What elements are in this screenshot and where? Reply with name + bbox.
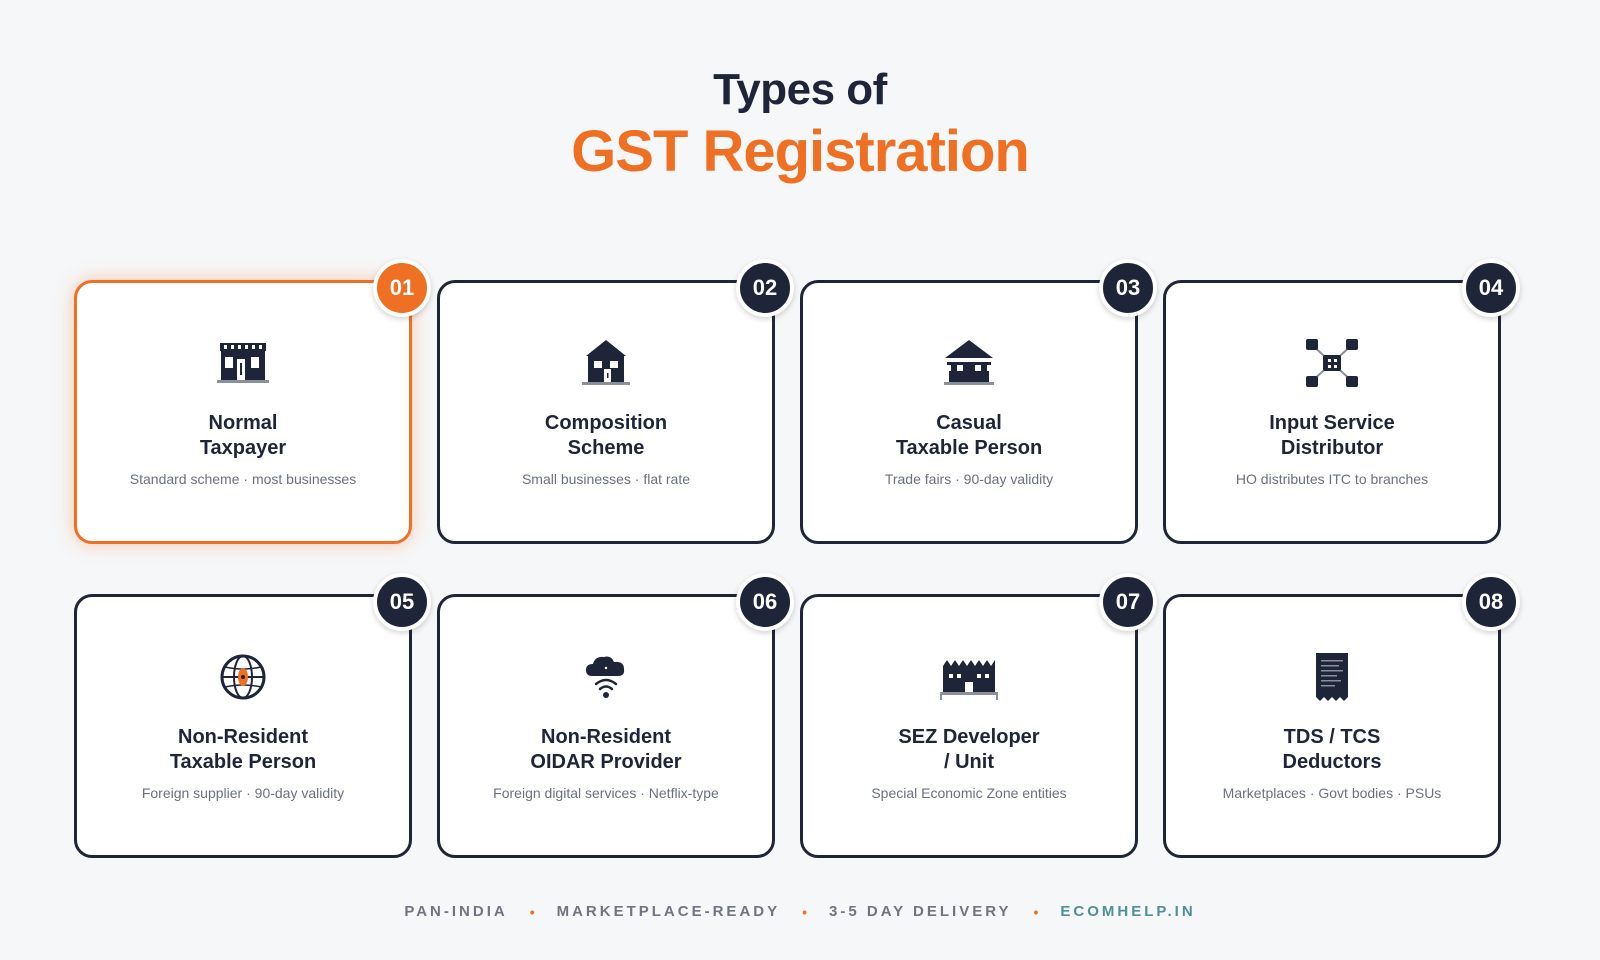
card-subtitle: Small businesses · flat rate bbox=[521, 471, 691, 487]
stall-icon bbox=[944, 340, 994, 385]
card-normal-taxpayer[interactable]: 01 Normal Taxpayer Sta bbox=[74, 259, 431, 544]
card-title-line1: Casual bbox=[936, 412, 1002, 434]
card-title-line1: Normal bbox=[208, 412, 278, 434]
separator-dot-icon: • bbox=[802, 903, 808, 920]
card-title-line1: Non-Resident bbox=[541, 726, 671, 748]
footer-item: MARKETPLACE-READY bbox=[556, 903, 781, 920]
card-casual-taxable-person[interactable]: 03 Casual Taxable Person Trade fairs · 9… bbox=[800, 259, 1157, 544]
card-composition-scheme[interactable]: 02 Composition Scheme Small businesses ·… bbox=[437, 259, 794, 544]
card-input-service-distributor[interactable]: 04 Input Service Distrib bbox=[1163, 259, 1520, 544]
card-title-line1: Input Service bbox=[1269, 412, 1395, 434]
card-subtitle: Foreign digital services · Netflix-type bbox=[493, 785, 719, 801]
card-subtitle: HO distributes ITC to branches bbox=[1235, 471, 1429, 487]
card-title-line2: OIDAR Provider bbox=[530, 751, 682, 773]
storefront-icon bbox=[217, 343, 269, 383]
card-number-badge: 02 bbox=[736, 259, 794, 317]
network-icon bbox=[1306, 339, 1358, 387]
card-title-line2: Scheme bbox=[567, 437, 645, 459]
card-title-line1: TDS / TCS bbox=[1283, 726, 1381, 748]
card-title-line2: Deductors bbox=[1282, 751, 1382, 773]
card-title-line2: / Unit bbox=[944, 751, 994, 773]
card-number-badge: 01 bbox=[373, 259, 431, 317]
card-sez-developer-unit[interactable]: 07 SEZ Developer / Unit Special Economic… bbox=[800, 573, 1157, 858]
separator-dot-icon: • bbox=[1033, 903, 1039, 920]
card-number-badge: 05 bbox=[373, 573, 431, 631]
card-number-badge: 04 bbox=[1462, 259, 1520, 317]
card-grid: 01 Normal Taxpayer Sta bbox=[74, 259, 1526, 868]
house-shop-icon bbox=[582, 340, 630, 385]
card-title-line2: Distributor bbox=[1280, 437, 1384, 459]
card-tds-tcs-deductors[interactable]: 08 TDS / TCS Deductors Marketplaces · Go… bbox=[1163, 573, 1520, 858]
footer-brand-link[interactable]: ECOMHELP.IN bbox=[1060, 903, 1196, 920]
card-number-badge: 03 bbox=[1099, 259, 1157, 317]
footer-item: PAN-INDIA bbox=[404, 903, 508, 920]
card-non-resident-oidar-provider[interactable]: 06 Non-Resident OIDAR Provider Foreign d… bbox=[437, 573, 794, 858]
card-title-line2: Taxable Person bbox=[895, 437, 1043, 459]
footer-item: 3-5 DAY DELIVERY bbox=[829, 903, 1012, 920]
receipt-icon bbox=[1316, 653, 1348, 701]
separator-dot-icon: • bbox=[529, 903, 535, 920]
card-subtitle: Trade fairs · 90-day validity bbox=[884, 471, 1054, 487]
card-title-line1: Non-Resident bbox=[178, 726, 308, 748]
card-subtitle: Special Economic Zone entities bbox=[871, 785, 1067, 801]
card-non-resident-taxable-person[interactable]: 05 Non-Resident Taxable Person Foreign s… bbox=[74, 573, 431, 858]
card-number-badge: 08 bbox=[1462, 573, 1520, 631]
card-number-badge: 06 bbox=[736, 573, 794, 631]
card-subtitle: Standard scheme · most businesses bbox=[129, 471, 357, 487]
globe-icon bbox=[220, 654, 266, 700]
card-subtitle: Marketplaces · Govt bodies · PSUs bbox=[1222, 785, 1442, 801]
card-title-line1: SEZ Developer bbox=[898, 726, 1040, 748]
card-title-line2: Taxable Person bbox=[169, 751, 317, 773]
factory-icon bbox=[940, 660, 998, 700]
card-title-line1: Composition bbox=[544, 412, 668, 434]
header: Types of GST Registration bbox=[0, 64, 1600, 186]
card-number-badge: 07 bbox=[1099, 573, 1157, 631]
page-title-line2: GST Registration bbox=[571, 119, 1030, 184]
card-subtitle: Foreign supplier · 90-day validity bbox=[141, 785, 345, 801]
cloud-wifi-icon bbox=[586, 656, 625, 698]
footer-tagline: PAN-INDIA • MARKETPLACE-READY • 3-5 DAY … bbox=[0, 903, 1600, 920]
page-title-line1: Types of bbox=[713, 65, 887, 114]
card-title-line2: Taxpayer bbox=[199, 437, 287, 459]
